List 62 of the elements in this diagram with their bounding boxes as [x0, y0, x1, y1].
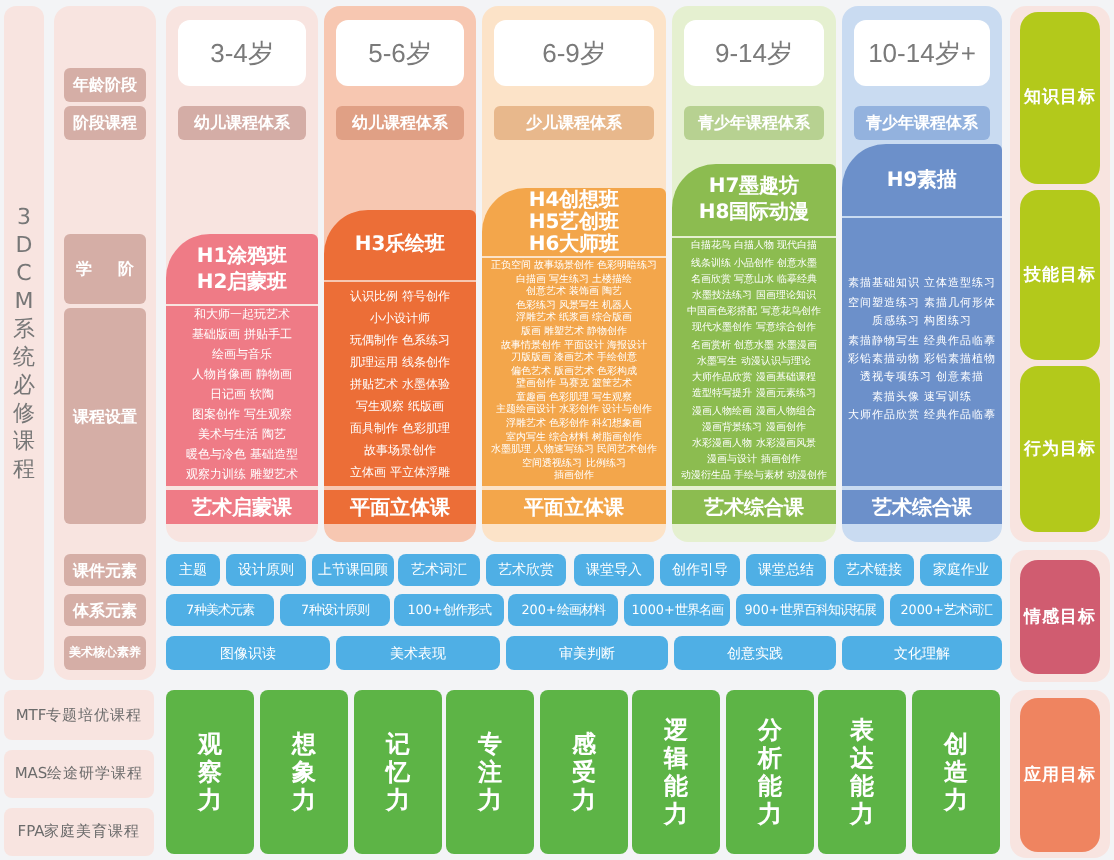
row-header-panel [54, 6, 156, 680]
goal-tag: 应用目标 [1020, 698, 1100, 852]
ability-card: 记忆力 [354, 690, 442, 854]
class-name: H2启蒙班 [196, 269, 288, 295]
class-name-header [324, 210, 476, 280]
ability-card: 感受力 [540, 690, 628, 854]
age-column-panel [166, 6, 318, 542]
class-name: H3乐绘班 [354, 232, 446, 258]
course-type-footer: 平面立体课 [324, 490, 476, 524]
class-name-header [842, 144, 1002, 216]
age-column-panel [482, 6, 666, 542]
class-name-header [672, 164, 836, 236]
age-range-card: 3-4岁 [178, 20, 306, 86]
class-name: H7墨趣坊 [708, 174, 800, 200]
course-type-footer: 艺术启蒙课 [166, 490, 318, 524]
class-name: H4创想班 [528, 189, 620, 211]
course-topic-list [672, 238, 836, 486]
class-name: H1涂鸦班 [196, 243, 288, 269]
class-name: H5艺创班 [528, 211, 620, 233]
row-header-tag: 学阶 [64, 234, 146, 304]
course-type-footer: 艺术综合课 [672, 490, 836, 524]
age-range-card: 6-9岁 [494, 20, 654, 86]
age-column-panel [672, 6, 836, 542]
goal-tag: 情感目标 [1020, 560, 1100, 674]
ability-card: 专注力 [446, 690, 534, 854]
row-header-tag: 年龄阶段 [64, 68, 146, 102]
curriculum-system-label: 青少年课程体系 [684, 106, 824, 140]
age-column-panel [324, 6, 476, 542]
vertical-heading-panel: 3DCM系统必修课程 [4, 6, 44, 680]
age-range-card: 5-6岁 [336, 20, 464, 86]
course-topic-list [482, 258, 666, 486]
row-header-tag: 课程设置 [64, 308, 146, 524]
ability-card: 逻辑能力 [632, 690, 720, 854]
course-topic-list [166, 306, 318, 486]
age-range-card: 9-14岁 [684, 20, 824, 86]
goal-tag: 行为目标 [1020, 366, 1100, 532]
curriculum-system-label: 幼儿课程体系 [336, 106, 464, 140]
ability-card: 表达能力 [818, 690, 906, 854]
goal-tag: 技能目标 [1020, 190, 1100, 360]
class-name: H6大师班 [528, 233, 620, 255]
course-topic-list [842, 218, 1002, 486]
goal-tag: 知识目标 [1020, 12, 1100, 184]
row-header-tag: 课件元素 [64, 554, 146, 586]
age-range-card: 10-14岁+ [854, 20, 990, 86]
ability-card: 观察力 [166, 690, 254, 854]
class-name: H9素描 [886, 167, 958, 193]
curriculum-system-label: 幼儿课程体系 [178, 106, 306, 140]
row-header-tag: 阶段课程 [64, 106, 146, 140]
goal-panel [1010, 6, 1110, 542]
ability-card: 创造力 [912, 690, 1000, 854]
class-name: H8国际动漫 [698, 200, 810, 226]
class-name-header [482, 188, 666, 256]
row-header-tag: 体系元素 [64, 594, 146, 626]
ability-card: 分析能力 [726, 690, 814, 854]
age-column-panel [842, 6, 1002, 542]
course-type-footer: 艺术综合课 [842, 490, 1002, 524]
course-topic-list [324, 282, 476, 486]
curriculum-system-label: 少儿课程体系 [494, 106, 654, 140]
ability-card: 想象力 [260, 690, 348, 854]
course-type-footer: 平面立体课 [482, 490, 666, 524]
class-name-header [166, 234, 318, 304]
curriculum-system-label: 青少年课程体系 [854, 106, 990, 140]
